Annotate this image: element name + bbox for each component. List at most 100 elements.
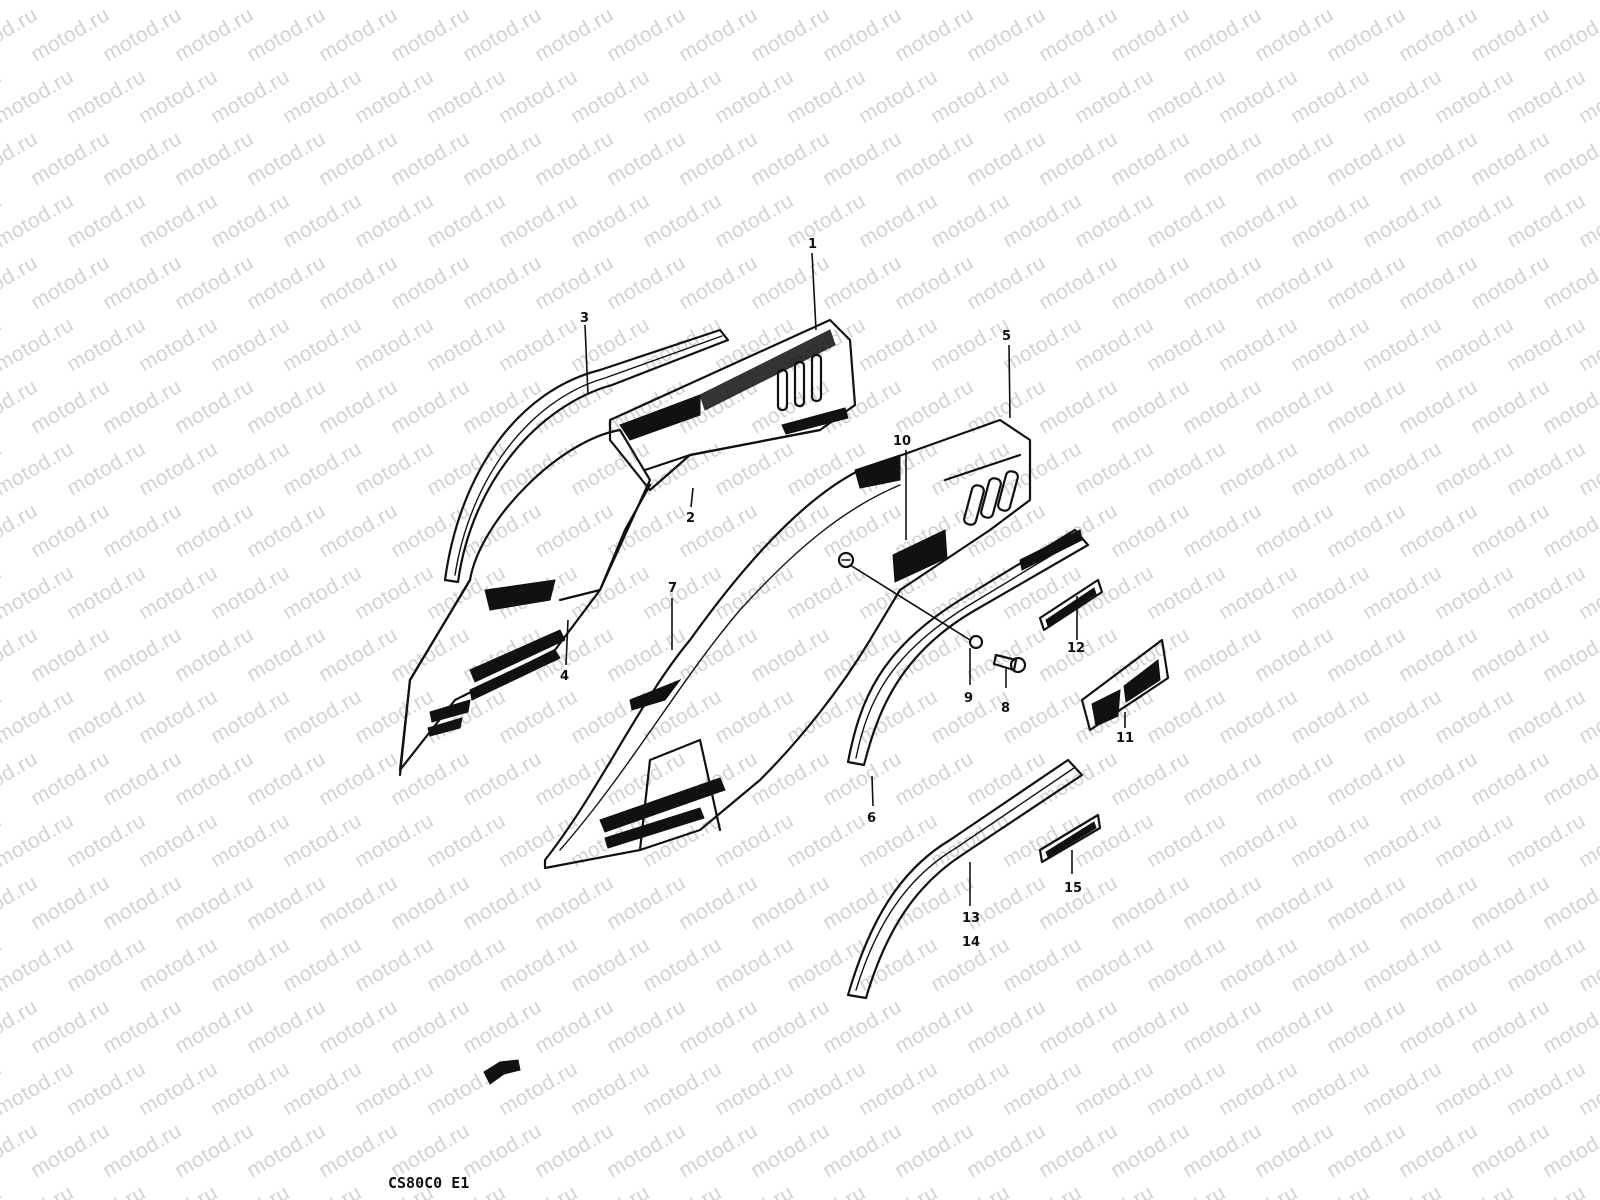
- watermark-text: motod.ru: [1503, 809, 1590, 872]
- watermark-text: motod.ru: [639, 313, 726, 376]
- watermark-text: motod.ru: [99, 127, 186, 190]
- watermark-text: motod.ru: [1359, 65, 1446, 128]
- callout-12: 12: [1067, 641, 1085, 656]
- watermark-text: motod.ru: [63, 685, 150, 748]
- watermark-text: motod.ru: [279, 189, 366, 252]
- watermark-text: motod.ru: [1359, 313, 1446, 376]
- watermark-text: motod.ru: [1107, 1119, 1194, 1182]
- watermark-text: motod.ru: [567, 933, 654, 996]
- watermark-text: motod.ru: [1143, 1057, 1230, 1120]
- watermark-text: motod.ru: [927, 189, 1014, 252]
- watermark-text: motod.ru: [1143, 0, 1230, 4]
- watermark-text: motod.ru: [1395, 375, 1482, 438]
- watermark-text: motod.ru: [1287, 1181, 1374, 1200]
- watermark-text: motod.ru: [963, 127, 1050, 190]
- watermark-text: motod.ru: [27, 3, 114, 66]
- watermark-text: motod.ru: [63, 65, 150, 128]
- watermark-text: motod.ru: [1323, 3, 1410, 66]
- watermark-text: motod.ru: [1035, 995, 1122, 1058]
- watermark-text: motod.ru: [747, 871, 834, 934]
- watermark-text: motod.ru: [63, 1181, 150, 1200]
- watermark-text: motod.ru: [531, 375, 618, 438]
- watermark-text: motod.ru: [531, 1119, 618, 1182]
- watermark-text: motod.ru: [1503, 65, 1590, 128]
- watermark-text: motod.ru: [135, 685, 222, 748]
- watermark-text: motod.ru: [1107, 871, 1194, 934]
- watermark-text: motod.ru: [855, 65, 942, 128]
- watermark-text: motod.ru: [279, 809, 366, 872]
- watermark-text: motod.ru: [315, 747, 402, 810]
- watermark-text: motod.ru: [1323, 1119, 1410, 1182]
- watermark-text: motod.ru: [1287, 437, 1374, 500]
- watermark-text: motod.ru: [1071, 1057, 1158, 1120]
- part-10-emblem: [892, 529, 948, 583]
- watermark-text: motod.ru: [783, 65, 870, 128]
- watermark-text: motod.ru: [1287, 0, 1374, 4]
- part-11-model-emblem: [1080, 638, 1170, 732]
- watermark-text: motod.ru: [1287, 1057, 1374, 1120]
- watermark-text: motod.ru: [459, 3, 546, 66]
- watermark-text: motod.ru: [1539, 127, 1600, 190]
- watermark-text: motod.ru: [1215, 1057, 1302, 1120]
- watermark-text: motod.ru: [99, 871, 186, 934]
- watermark-text: motod.ru: [0, 685, 78, 748]
- watermark-text: motod.ru: [279, 65, 366, 128]
- watermark-text: motod.ru: [27, 623, 114, 686]
- watermark-text: motod.ru: [1287, 313, 1374, 376]
- watermark-text: motod.ru: [207, 65, 294, 128]
- watermark-text: motod.ru: [207, 313, 294, 376]
- watermark-text: motod.ru: [963, 995, 1050, 1058]
- watermark-text: motod.ru: [351, 65, 438, 128]
- watermark-text: motod.ru: [819, 127, 906, 190]
- watermark-text: motod.ru: [27, 499, 114, 562]
- watermark-text: motod.ru: [1035, 375, 1122, 438]
- watermark-text: motod.ru: [63, 809, 150, 872]
- callout-9: 9: [964, 691, 973, 706]
- watermark-text: motod.ru: [315, 623, 402, 686]
- watermark-text: motod.ru: [1179, 623, 1266, 686]
- watermark-text: motod.ru: [1143, 1181, 1230, 1200]
- callout-1: 1: [808, 237, 817, 252]
- watermark-text: motod.ru: [819, 995, 906, 1058]
- watermark-text: motod.ru: [1251, 623, 1338, 686]
- watermark-text: motod.ru: [1395, 499, 1482, 562]
- watermark-text: motod.ru: [459, 499, 546, 562]
- watermark-text: motod.ru: [1215, 933, 1302, 996]
- watermark-text: motod.ru: [351, 437, 438, 500]
- watermark-text: motod.ru: [747, 623, 834, 686]
- watermark-text: motod.ru: [639, 933, 726, 996]
- watermark-text: motod.ru: [243, 871, 330, 934]
- watermark-text: motod.ru: [819, 251, 906, 314]
- watermark-text: motod.ru: [279, 437, 366, 500]
- watermark-text: motod.ru: [1431, 65, 1518, 128]
- watermark-text: motod.ru: [1503, 0, 1590, 4]
- watermark-text: motod.ru: [1035, 251, 1122, 314]
- watermark-text: motod.ru: [135, 809, 222, 872]
- watermark-text: motod.ru: [1395, 3, 1482, 66]
- watermark-text: motod.ru: [783, 809, 870, 872]
- watermark-text: motod.ru: [711, 685, 798, 748]
- watermark-text: motod.ru: [1323, 623, 1410, 686]
- watermark-text: motod.ru: [1359, 1057, 1446, 1120]
- watermark-text: motod.ru: [1287, 933, 1374, 996]
- watermark-text: motod.ru: [855, 0, 942, 4]
- watermark-text: motod.ru: [531, 995, 618, 1058]
- watermark-text: motod.ru: [1503, 313, 1590, 376]
- watermark-text: motod.ru: [1539, 3, 1600, 66]
- watermark-text: motod.ru: [243, 1119, 330, 1182]
- watermark-text: motod.ru: [747, 995, 834, 1058]
- watermark-text: motod.ru: [855, 189, 942, 252]
- watermark-text: motod.ru: [0, 313, 78, 376]
- watermark-text: motod.ru: [387, 747, 474, 810]
- watermark-text: motod.ru: [423, 0, 510, 4]
- watermark-text: motod.ru: [351, 313, 438, 376]
- watermark-text: motod.ru: [279, 933, 366, 996]
- watermark-text: motod.ru: [1359, 685, 1446, 748]
- watermark-text: motod.ru: [351, 561, 438, 624]
- watermark-text: motod.ru: [819, 623, 906, 686]
- watermark-text: motod.ru: [1467, 747, 1554, 810]
- watermark-text: motod.ru: [1143, 933, 1230, 996]
- watermark-text: motod.ru: [999, 65, 1086, 128]
- watermark-text: motod.ru: [171, 871, 258, 934]
- watermark-text: motod.ru: [1539, 747, 1600, 810]
